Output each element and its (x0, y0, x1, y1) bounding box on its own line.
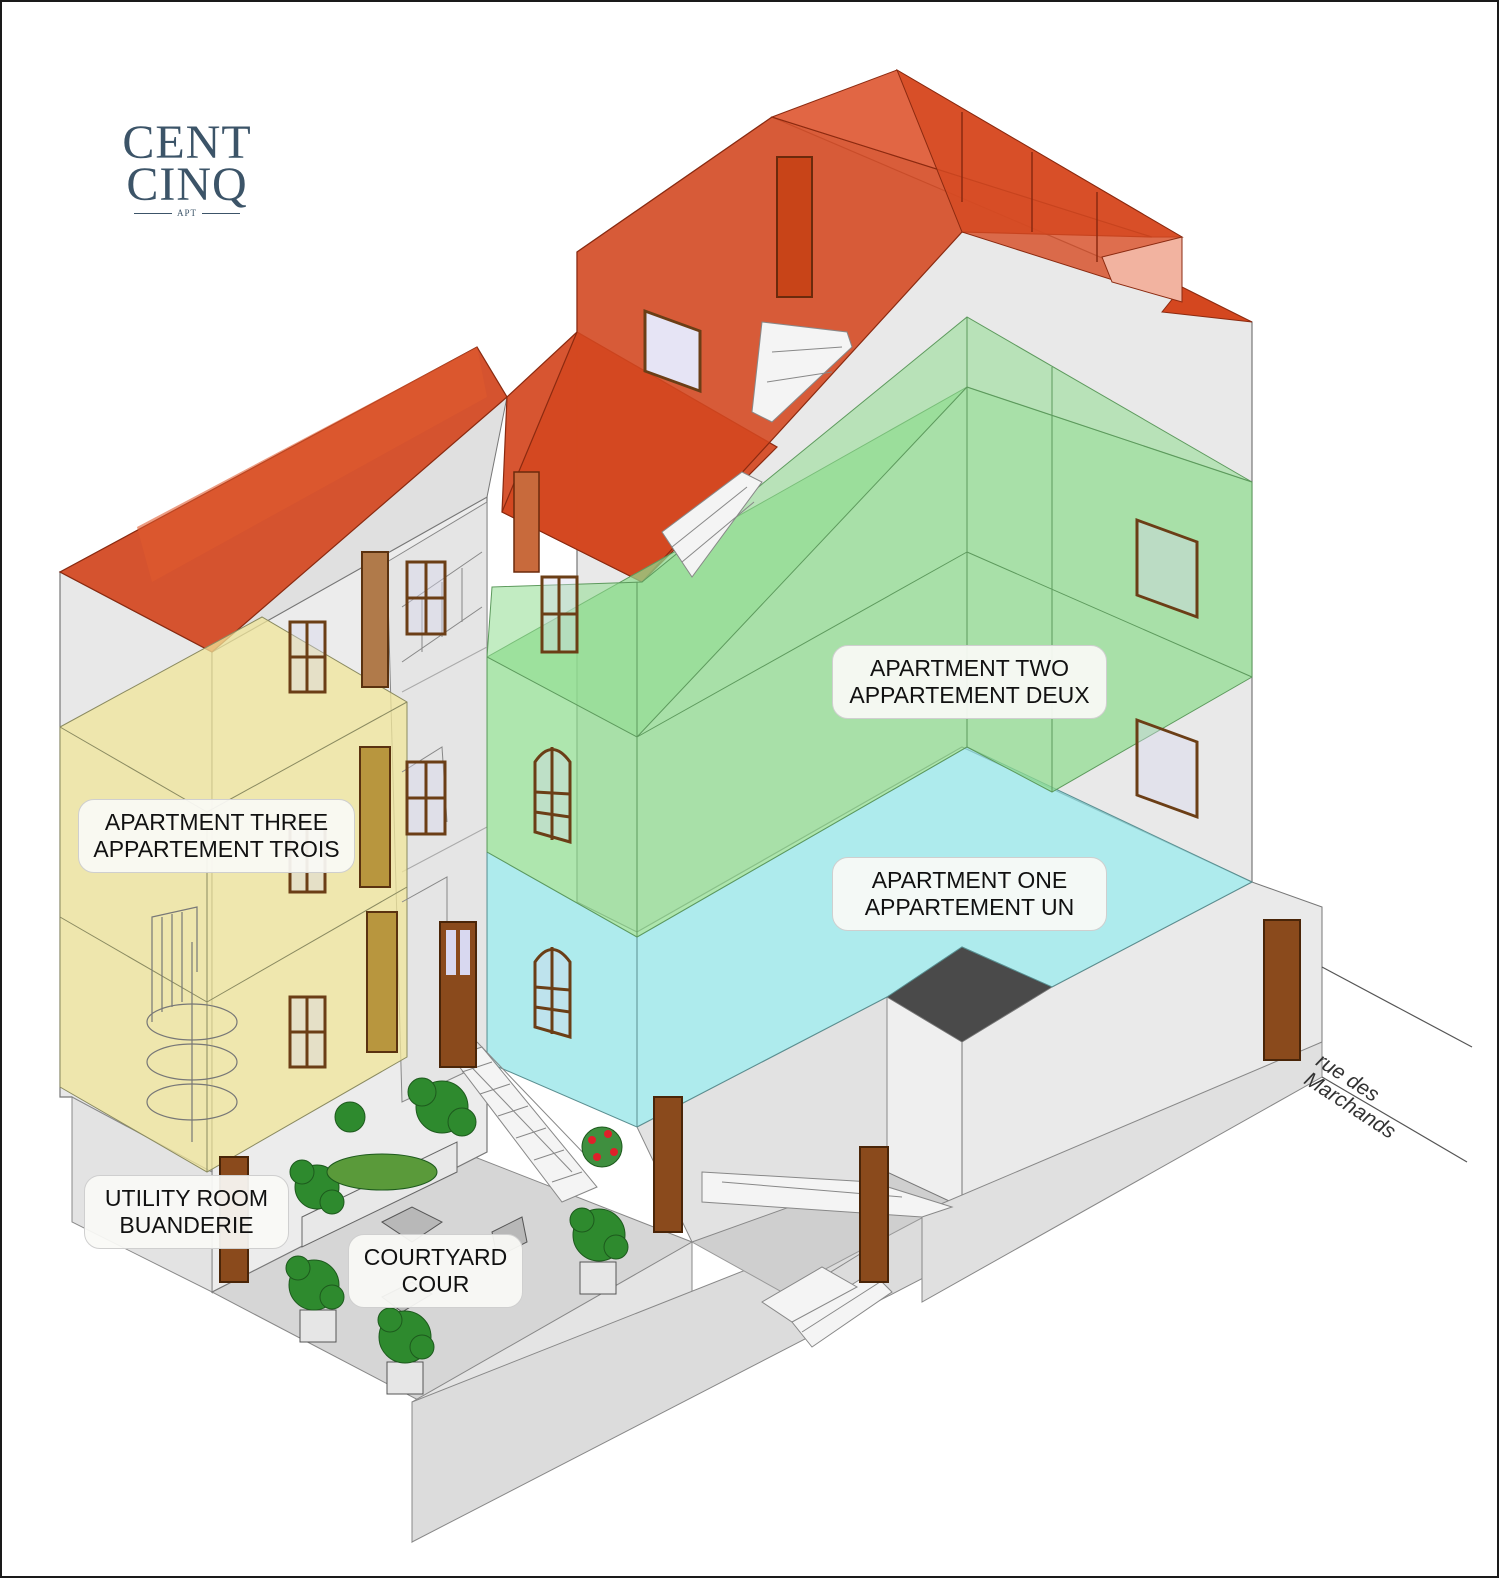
flower-pot (581, 1126, 623, 1168)
plant (326, 1153, 438, 1191)
label-courtyard-fr: COUR (401, 1271, 470, 1297)
cent-cinq-logo: CENT CINQ APT (107, 116, 267, 219)
window (533, 747, 572, 844)
door (513, 471, 540, 573)
plant (377, 1307, 435, 1364)
window (405, 760, 447, 836)
label-utility-room: UTILITY ROOM BUANDERIE (84, 1175, 289, 1249)
label-courtyard-en: COURTYARD (363, 1244, 508, 1270)
stairs (451, 321, 954, 1348)
plant (285, 1255, 345, 1311)
label-utility-room-fr: BUANDERIE (119, 1212, 254, 1238)
spiral-staircase (146, 906, 238, 1142)
window (1135, 518, 1199, 619)
plant (407, 1077, 477, 1137)
label-apartment-two: APARTMENT TWO APPARTEMENT DEUX (832, 645, 1107, 719)
plant (334, 1101, 366, 1133)
label-apartment-two-fr: APPARTEMENT DEUX (849, 682, 1090, 708)
logo-line1: CENT (122, 116, 252, 169)
door (1263, 919, 1301, 1061)
window (288, 995, 327, 1069)
door (653, 1096, 683, 1233)
door (859, 1146, 889, 1283)
windows (288, 308, 1199, 1069)
logo-line2: CINQ (126, 158, 248, 211)
label-apartment-three: APARTMENT THREE APPARTEMENT TROIS (78, 799, 355, 873)
label-utility-room-en: UTILITY ROOM (104, 1185, 269, 1211)
door (359, 746, 391, 888)
window (405, 560, 447, 636)
label-apartment-two-en: APARTMENT TWO (870, 655, 1069, 681)
window (1135, 718, 1199, 819)
label-apartment-one: APARTMENT ONE APPARTEMENT UN (832, 857, 1107, 931)
plant (569, 1207, 629, 1262)
label-apartment-one-fr: APPARTEMENT UN (864, 894, 1075, 920)
door (366, 911, 398, 1053)
window (533, 947, 572, 1039)
label-apartment-three-fr: APPARTEMENT TROIS (93, 836, 340, 862)
window (643, 308, 702, 394)
window (288, 620, 327, 694)
label-courtyard: COURTYARD COUR (348, 1234, 523, 1308)
door (439, 921, 477, 1068)
label-apartment-one-en: APARTMENT ONE (871, 867, 1068, 893)
door (776, 156, 813, 298)
logo-tagline: APT (107, 208, 267, 218)
street-lines (1321, 966, 1473, 1163)
plants (285, 1077, 629, 1364)
door (361, 551, 389, 688)
window (540, 575, 579, 654)
label-apartment-three-en: APARTMENT THREE (104, 809, 329, 835)
